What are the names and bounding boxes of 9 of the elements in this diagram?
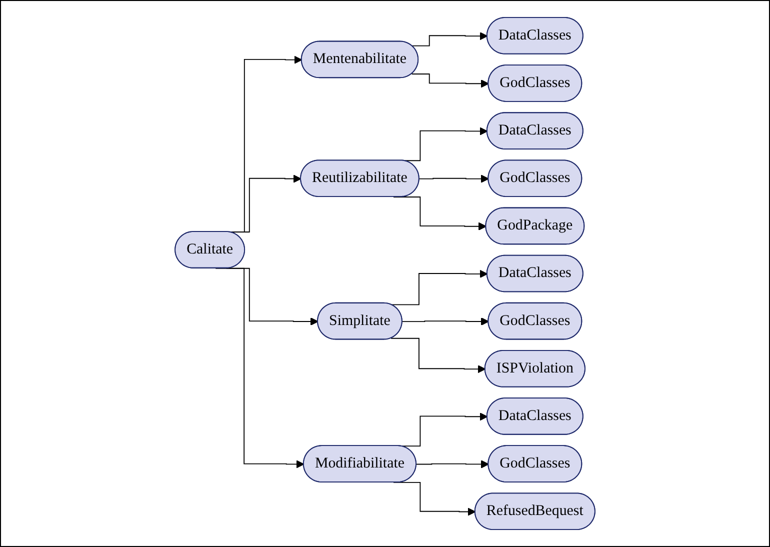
arrow [418,174,489,183]
arrow [393,482,476,516]
arrow [416,460,489,468]
arrow [390,338,486,374]
arrow [390,270,488,306]
arrow [402,317,489,326]
arrow [411,32,488,46]
arrow [215,268,304,468]
arrow [411,74,489,88]
